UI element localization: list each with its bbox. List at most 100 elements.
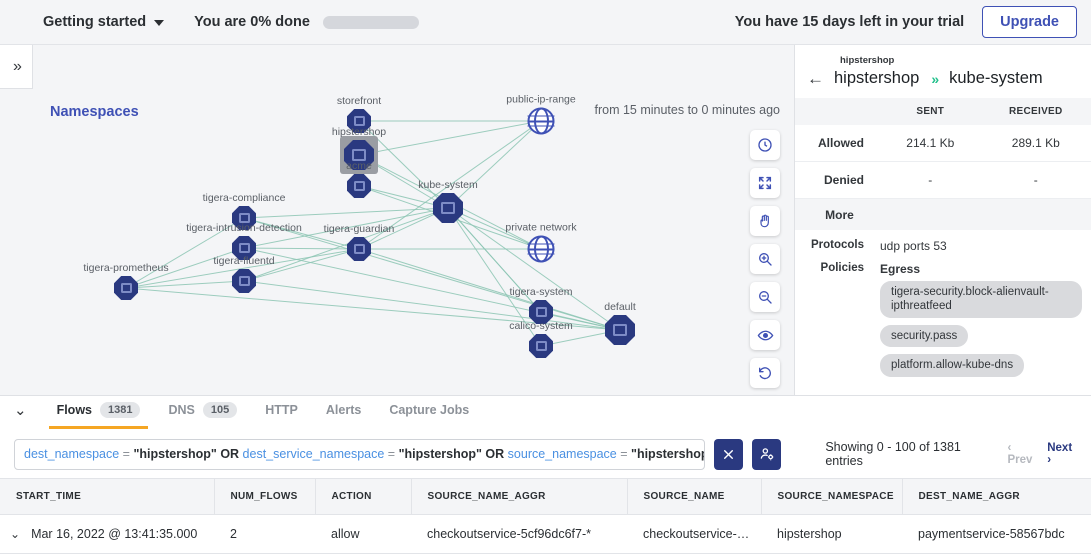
- expand-sidebar-button[interactable]: »: [0, 45, 33, 89]
- tab-alerts[interactable]: Alerts: [312, 396, 375, 424]
- protocols-row: Protocols udp ports 53: [795, 230, 1091, 253]
- cell-text: Mar 16, 2022 @ 13:41:35.000: [31, 527, 198, 541]
- tab-label: DNS: [168, 403, 195, 417]
- graph-node-label: private network: [505, 221, 577, 234]
- stats-denied-received: -: [980, 161, 1091, 199]
- namespace-node-icon: [347, 174, 371, 198]
- graph-node-label: tigera-intrusion-detection: [186, 222, 302, 234]
- row-expand-chevron-down-icon[interactable]: ⌄: [10, 527, 20, 541]
- graph-node-label: default: [604, 301, 636, 313]
- graph-node-public-ip-range[interactable]: public-ip-range: [506, 94, 576, 135]
- column-header-source_namespace[interactable]: SOURCE_NAMESPACE: [761, 478, 903, 515]
- graph-node-tigera-prometheus[interactable]: tigera-prometheus: [83, 262, 169, 300]
- graph-node-acme[interactable]: acme: [346, 160, 372, 198]
- graph-time-range: from 15 minutes to 0 minutes ago: [594, 103, 780, 117]
- stats-col-sent: SENT: [880, 98, 981, 125]
- column-header-start_time[interactable]: START_TIME: [0, 478, 215, 515]
- stats-col-blank: [795, 98, 880, 125]
- user-settings-button[interactable]: [752, 438, 782, 470]
- double-chevron-down-icon[interactable]: ⌄: [14, 401, 26, 419]
- stats-allowed-sent: 214.1 Kb: [880, 125, 981, 162]
- more-section-header[interactable]: More: [795, 199, 1091, 230]
- policy-chip[interactable]: security.pass: [880, 324, 969, 348]
- pagination: ‹ Prev Next ›: [1007, 442, 1077, 466]
- cell-action: allow: [315, 514, 411, 554]
- query-token-key: source_namespace: [504, 447, 617, 461]
- stats-allowed-received: 289.1 Kb: [980, 125, 1091, 162]
- clear-search-button[interactable]: [714, 438, 744, 470]
- graph-breadcrumb-namespaces[interactable]: Namespaces: [50, 104, 139, 120]
- search-input[interactable]: dest_namespace = "hipstershop" OR dest_s…: [14, 438, 705, 470]
- top-bar: Getting started You are 0% done You have…: [0, 0, 1091, 45]
- column-header-dest_name_aggr[interactable]: DEST_NAME_AGGR: [902, 478, 1091, 515]
- column-header-num_flows[interactable]: NUM_FLOWS: [214, 478, 316, 515]
- protocols-label: Protocols: [810, 239, 864, 251]
- next-page-button[interactable]: Next ›: [1047, 442, 1073, 466]
- flow-direction-icon: »: [931, 70, 939, 87]
- fullscreen-icon[interactable]: [750, 168, 780, 198]
- namespace-node-icon: [433, 193, 463, 223]
- details-source: hipstershop: [834, 69, 920, 87]
- getting-started-menu[interactable]: Getting started: [43, 14, 165, 30]
- query-token-val: "hipstershop": [129, 447, 217, 461]
- namespace-node-icon: [347, 237, 371, 261]
- policies-row: Policies Egress: [795, 253, 1091, 276]
- zoom-in-icon[interactable]: [750, 244, 780, 274]
- query-token-op: =: [616, 447, 628, 461]
- tab-capture-jobs[interactable]: Capture Jobs: [375, 396, 483, 424]
- tab-count-badge: 1381: [100, 402, 141, 418]
- graph-node-tigera-guardian[interactable]: tigera-guardian: [324, 223, 394, 261]
- graph-node-label: storefront: [336, 95, 382, 107]
- cell-num_flows: 2: [214, 514, 315, 554]
- traffic-stats-table: SENT RECEIVED Allowed 214.1 Kb 289.1 Kb …: [795, 98, 1091, 199]
- search-query-text: dest_namespace = "hipstershop" OR dest_s…: [24, 447, 704, 461]
- hand-pan-icon[interactable]: [750, 206, 780, 236]
- upgrade-button[interactable]: Upgrade: [982, 6, 1077, 38]
- policy-chip[interactable]: platform.allow-kube-dns: [880, 354, 1025, 377]
- details-header: hipstershop ← hipstershop » kube-system: [795, 45, 1091, 98]
- service-graph-panel: » Namespaces from 15 minutes to 0 minute…: [0, 45, 795, 395]
- graph-node-kube-system[interactable]: kube-system: [418, 179, 478, 223]
- column-header-action[interactable]: ACTION: [315, 478, 412, 515]
- search-row: dest_namespace = "hipstershop" OR dest_s…: [0, 430, 1091, 478]
- graph-node-label: tigera-system: [509, 286, 573, 298]
- double-chevron-right-icon: »: [13, 57, 22, 75]
- graph-node-label: tigera-fluentd: [213, 255, 275, 267]
- graph-node-calico-system[interactable]: calico-system: [509, 320, 573, 358]
- tab-flows[interactable]: Flows 1381: [43, 396, 155, 429]
- globe-icon: [527, 235, 555, 263]
- undo-icon[interactable]: [750, 358, 780, 388]
- tab-label: HTTP: [265, 403, 298, 417]
- eye-icon[interactable]: [750, 320, 780, 350]
- graph-node-label: tigera-guardian: [323, 223, 395, 235]
- tab-label: Alerts: [325, 403, 362, 417]
- column-header-source_name[interactable]: SOURCE_NAME: [627, 478, 762, 515]
- graph-node-tigera-fluentd[interactable]: tigera-fluentd: [213, 255, 275, 293]
- query-token-val: "hipstershop": [631, 447, 704, 461]
- namespace-node-icon: [114, 276, 138, 300]
- policy-chip[interactable]: tigera-security.block-alienvault-ipthrea…: [880, 281, 1082, 318]
- column-header-source_name_aggr[interactable]: SOURCE_NAME_AGGR: [411, 478, 628, 515]
- prev-page-button[interactable]: ‹ Prev: [1007, 442, 1033, 466]
- graph-node-label: tigera-prometheus: [83, 262, 169, 274]
- results-count: Showing 0 - 100 of 1381 entries: [825, 440, 961, 468]
- tab-http[interactable]: HTTP: [251, 396, 312, 424]
- query-token-op: =: [384, 447, 396, 461]
- graph-node-label: public-ip-range: [506, 93, 576, 106]
- stats-row-label: Denied: [795, 161, 880, 199]
- policies-direction: Egress: [880, 262, 921, 276]
- clock-icon[interactable]: [750, 130, 780, 160]
- graph-node-private-network[interactable]: private network: [505, 222, 577, 263]
- back-arrow-icon[interactable]: ←: [807, 69, 824, 88]
- graph-edges: [125, 120, 621, 347]
- tab-label: Flows: [56, 403, 92, 417]
- graph-node-default[interactable]: default: [604, 301, 636, 345]
- zoom-out-icon[interactable]: [750, 282, 780, 312]
- flow-details-panel: hipstershop ← hipstershop » kube-system …: [795, 45, 1091, 395]
